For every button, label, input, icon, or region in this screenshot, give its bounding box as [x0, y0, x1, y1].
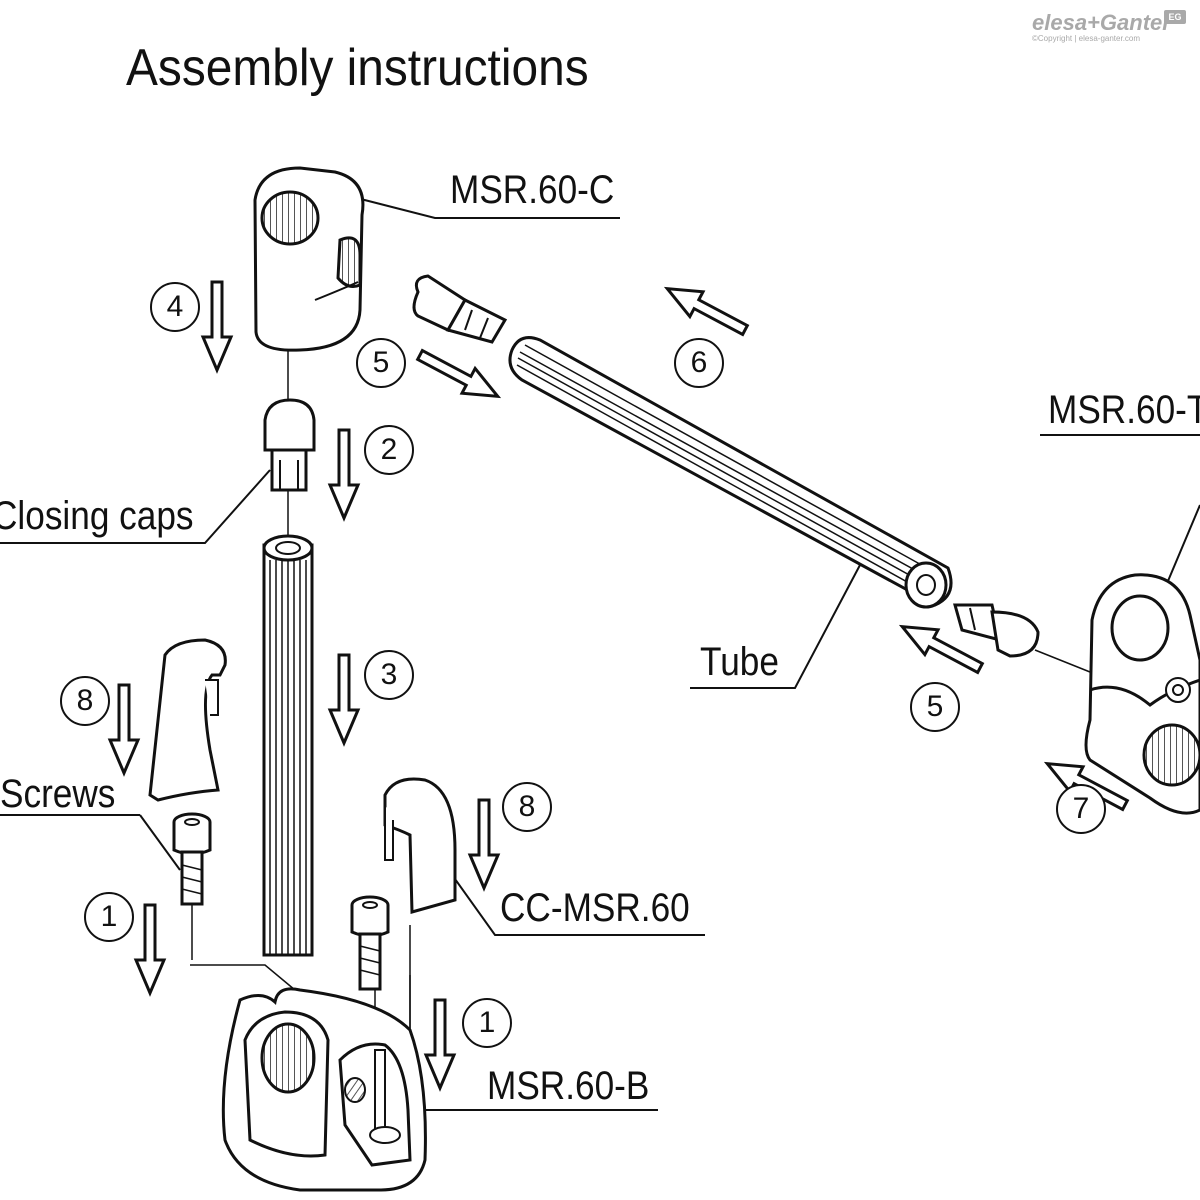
cover-cap-right — [383, 777, 457, 914]
label-screws: Screws — [0, 772, 116, 816]
closing-cap-upper — [412, 274, 508, 344]
screw-right — [350, 895, 390, 991]
step-3-badge: 3 — [364, 650, 414, 700]
label-tube: Tube — [700, 640, 779, 684]
closing-cap-vertical — [263, 398, 316, 492]
logo-wordmark: elesa+Ganter — [1032, 10, 1171, 35]
arrow-step-1-right — [424, 998, 456, 1090]
arrow-step-5-upper — [411, 341, 506, 411]
label-cover-cap: CC-MSR.60 — [500, 886, 690, 930]
step-6-badge: 6 — [674, 338, 724, 388]
step-8-right-badge: 8 — [502, 782, 552, 832]
arrow-step-3 — [328, 653, 360, 745]
cover-cap-left — [148, 638, 227, 802]
brand-logo: elesa+Ganter EG ©Copyright | elesa-gante… — [1032, 10, 1192, 50]
horizontal-tube-part — [508, 336, 953, 609]
step-1-left-badge: 1 — [84, 892, 134, 942]
arrow-step-1-left — [134, 903, 166, 995]
label-tee-connector: MSR.60-T — [1048, 388, 1200, 432]
step-8-left-badge: 8 — [60, 676, 110, 726]
label-clamp-connector: MSR.60-C — [450, 168, 615, 212]
page-title: Assembly instructions — [126, 39, 589, 97]
label-base: MSR.60-B — [487, 1064, 650, 1108]
step-2-badge: 2 — [364, 425, 414, 475]
step-1-right-badge: 1 — [462, 998, 512, 1048]
step-5-lower-badge: 5 — [910, 682, 960, 732]
screw-left — [172, 812, 212, 906]
step-5-upper-badge: 5 — [356, 338, 406, 388]
arrow-step-8-right — [468, 798, 500, 890]
arrow-step-8-left — [108, 683, 140, 775]
tee-connector-part — [1084, 573, 1200, 815]
closing-cap-lower — [953, 603, 1040, 658]
vertical-tube-part — [262, 534, 314, 957]
step-4-badge: 4 — [150, 282, 200, 332]
clamp-connector-part — [253, 166, 365, 352]
logo-badge: EG — [1164, 10, 1186, 24]
arrow-step-2 — [328, 428, 360, 520]
arrow-step-4 — [201, 280, 233, 372]
logo-copyright: ©Copyright | elesa-ganter.com — [1032, 34, 1141, 43]
base-part — [221, 987, 427, 1192]
step-7-badge: 7 — [1056, 784, 1106, 834]
label-closing-caps: Closing caps — [0, 494, 194, 538]
arrow-step-6 — [659, 274, 754, 344]
